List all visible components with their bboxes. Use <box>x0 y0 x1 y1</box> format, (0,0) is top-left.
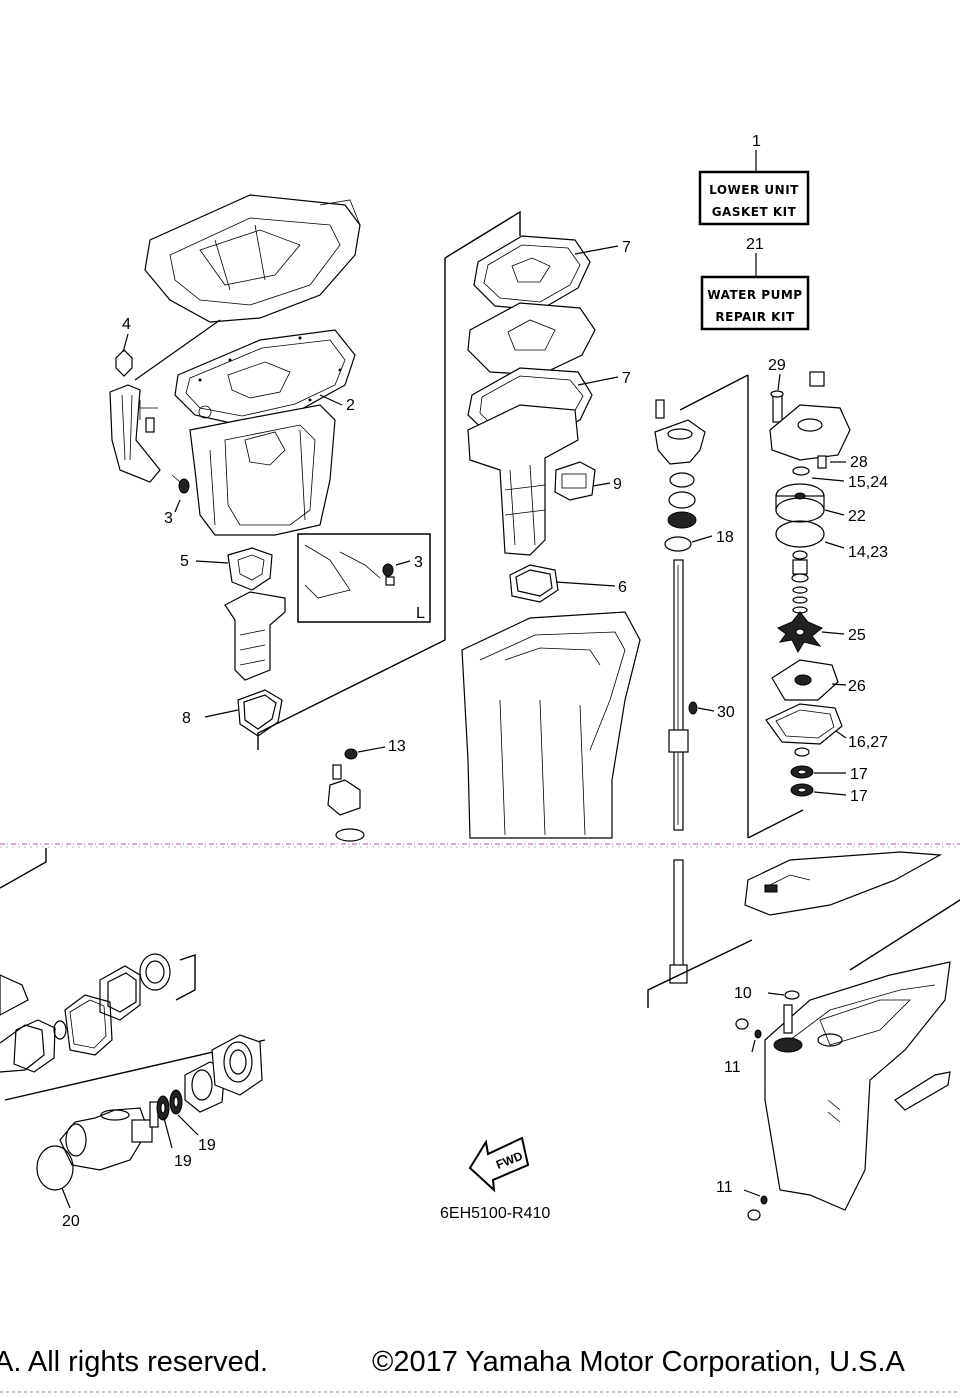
part-gasket-7a[interactable] <box>473 235 591 311</box>
water-tube-assy <box>109 384 161 483</box>
part-3-grommet-b[interactable] <box>382 563 395 586</box>
drive-shaft-housing <box>654 399 706 529</box>
gearcase-body <box>764 961 951 1211</box>
part-13[interactable] <box>344 748 358 760</box>
callout-3b: 3 <box>414 554 423 571</box>
callout-29: 29 <box>768 357 786 374</box>
kit-1-line1: LOWER UNIT <box>709 183 799 197</box>
callout-3a: 3 <box>164 510 173 527</box>
part-seal-17a[interactable] <box>790 747 814 779</box>
part-oring-4[interactable] <box>115 349 133 377</box>
part-seal-8[interactable] <box>237 689 283 737</box>
part-9[interactable] <box>554 461 596 501</box>
part-seal-17b[interactable] <box>790 783 814 797</box>
part-screw-11b[interactable] <box>747 1195 768 1221</box>
callout-15-24: 15,24 <box>848 474 888 491</box>
part-oring-10[interactable] <box>784 990 800 1000</box>
part-28[interactable] <box>817 455 827 469</box>
upper-casing-body <box>189 404 336 536</box>
part-screw-11a[interactable] <box>735 1018 762 1039</box>
callout-25: 25 <box>848 627 866 644</box>
callout-6: 6 <box>618 579 627 596</box>
diagram-code: 6EH5100-R410 <box>440 1205 550 1222</box>
part-seal-19b[interactable] <box>169 1089 183 1115</box>
callout-19b: 19 <box>198 1137 216 1154</box>
part-oring-15-24[interactable] <box>792 466 810 476</box>
part-seal-19a[interactable] <box>156 1095 170 1121</box>
kit-box-water-pump-repair[interactable]: 21 WATER PUMP REPAIR KIT <box>700 236 810 331</box>
callout-20: 20 <box>62 1213 80 1230</box>
lower-casing-body <box>461 611 641 839</box>
shift-rod-holder <box>327 764 365 842</box>
kit-21-line1: WATER PUMP <box>707 288 802 302</box>
part-clip-30[interactable] <box>688 701 698 715</box>
callout-11a: 11 <box>724 1059 741 1076</box>
inset-label-l: L <box>416 605 425 622</box>
callout-18: 18 <box>716 529 734 546</box>
kit-21-line2: REPAIR KIT <box>715 310 795 324</box>
part-oring-18[interactable] <box>664 536 692 552</box>
callout-1: 1 <box>752 133 761 150</box>
callout-26: 26 <box>848 678 866 695</box>
scan-artifact-band <box>0 843 960 848</box>
callout-10: 10 <box>734 985 752 1002</box>
callout-11b: 11 <box>716 1179 733 1196</box>
callout-21: 21 <box>746 236 764 253</box>
callout-7a: 7 <box>622 239 631 256</box>
part-oring-14-23[interactable] <box>775 520 825 548</box>
left-gear-parts <box>0 953 171 1073</box>
part-bolt-29[interactable] <box>770 390 784 423</box>
callout-2: 2 <box>346 397 355 414</box>
callout-17b: 17 <box>850 788 868 805</box>
callout-17a: 17 <box>850 766 868 783</box>
callout-13: 13 <box>388 738 406 755</box>
copyright-right-text: ©2017 Yamaha Motor Corporation, U.S.A <box>372 1346 905 1378</box>
callout-22: 22 <box>848 508 866 525</box>
upper-case-top <box>144 194 361 323</box>
callout-9: 9 <box>613 476 622 493</box>
callout-30: 30 <box>717 704 735 721</box>
callout-14-23: 14,23 <box>848 544 888 561</box>
inset-box-l: 3 L <box>297 533 431 623</box>
copyright-left-text: A. All rights reserved. <box>0 1346 268 1378</box>
callout-19a: 19 <box>174 1153 192 1170</box>
kit-1-line2: GASKET KIT <box>712 205 797 219</box>
callout-28: 28 <box>850 454 868 471</box>
water-pump-housing <box>769 371 851 461</box>
part-impeller-25[interactable] <box>777 611 823 654</box>
impeller-key-stack <box>791 550 809 614</box>
gearcase-top <box>744 851 943 916</box>
drive-shaft <box>668 559 689 984</box>
bearing-cage <box>184 1034 263 1113</box>
fwd-arrow-icon: FWD <box>468 1136 530 1193</box>
part-gasket-16-27[interactable] <box>765 703 843 745</box>
prop-shaft-housing <box>59 1101 159 1171</box>
part-3-grommet-a[interactable] <box>171 474 190 494</box>
water-pipe-guide <box>224 591 286 681</box>
water-plate <box>467 302 596 376</box>
part-seal-6[interactable] <box>509 564 559 603</box>
part-oring-20[interactable] <box>36 1145 74 1191</box>
callout-8: 8 <box>182 710 191 727</box>
callout-4: 4 <box>122 316 131 333</box>
exhaust-guide <box>467 404 579 556</box>
kit-box-lower-unit-gasket[interactable]: 1 LOWER UNIT GASKET KIT <box>698 133 810 226</box>
part-plate-26[interactable] <box>771 659 839 701</box>
part-gasket-2[interactable] <box>174 329 356 426</box>
callout-16-27: 16,27 <box>848 734 888 751</box>
part-gasket-5[interactable] <box>227 547 273 591</box>
callout-7b: 7 <box>622 370 631 387</box>
part-insert-22[interactable] <box>775 483 825 523</box>
callout-5: 5 <box>180 553 189 570</box>
